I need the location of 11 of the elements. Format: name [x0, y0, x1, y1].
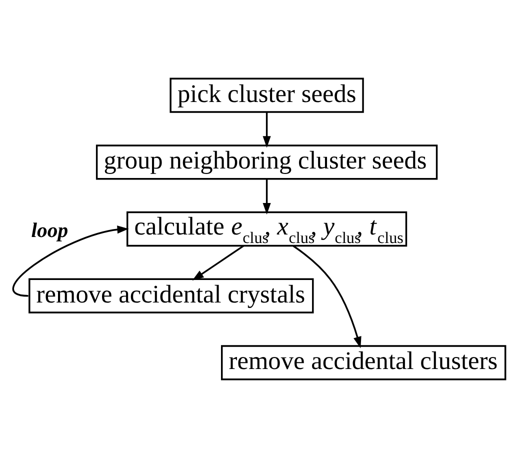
arrow	[12, 225, 129, 296]
arrow	[262, 112, 271, 148]
node-box: remove accidental crystals	[28, 278, 314, 313]
node-box: calculate e$_{clus}$, x$_{clus}$, y$_{clus}$, t$_{clus}$	[126, 210, 408, 246]
node-box: remove accidental clusters	[221, 344, 506, 380]
node-box: pick cluster seeds	[170, 77, 364, 112]
edge-label: loop	[31, 220, 68, 242]
arrow	[192, 244, 244, 280]
arrow	[292, 244, 362, 348]
arrow	[262, 178, 271, 214]
node-box: group neighboring cluster seeds	[96, 144, 438, 180]
